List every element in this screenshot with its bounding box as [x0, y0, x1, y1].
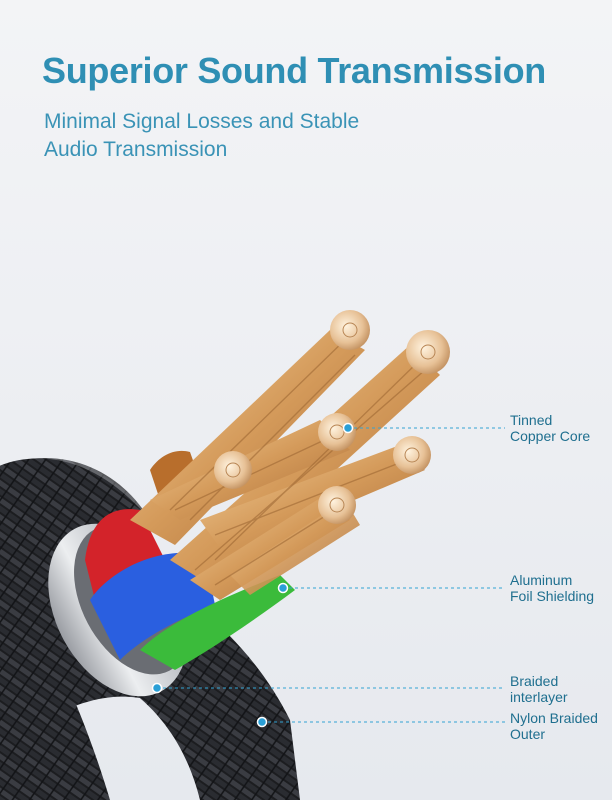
tinned-copper-core — [130, 310, 450, 600]
subtitle-line-1: Minimal Signal Losses and Stable — [44, 110, 360, 133]
label-line-2: Copper Core — [510, 428, 591, 444]
label-line-2: Foil Shielding — [510, 588, 595, 604]
label-aluminum-foil-shielding: Aluminum Foil Shielding — [510, 572, 594, 604]
label-braided-interlayer: Braided interlayer — [510, 673, 568, 705]
label-line-1: Braided — [510, 673, 559, 689]
dot-copper-core — [342, 422, 354, 434]
callout-leaders — [157, 427, 505, 723]
subtitle-line-2: Audio Transmission — [44, 138, 228, 161]
page-subtitle: Minimal Signal Losses and Stable Audio T… — [44, 108, 464, 164]
label-nylon-braided-outer: Nylon Braided Outer — [510, 710, 598, 742]
label-line-1: Tinned — [510, 412, 553, 428]
page-title: Superior Sound Transmission — [42, 50, 546, 91]
dot-braided-interlayer — [151, 682, 163, 694]
label-line-1: Aluminum — [510, 572, 573, 588]
label-tinned-copper-core: Tinned Copper Core — [510, 412, 590, 444]
insulated-wires — [85, 450, 295, 670]
dot-foil-shielding — [277, 582, 289, 594]
callout-dots — [151, 422, 354, 728]
dot-nylon-outer — [256, 716, 268, 728]
label-line-2: Outer — [510, 726, 546, 742]
label-line-1: Nylon Braided — [510, 710, 598, 726]
label-line-2: interlayer — [510, 689, 568, 705]
